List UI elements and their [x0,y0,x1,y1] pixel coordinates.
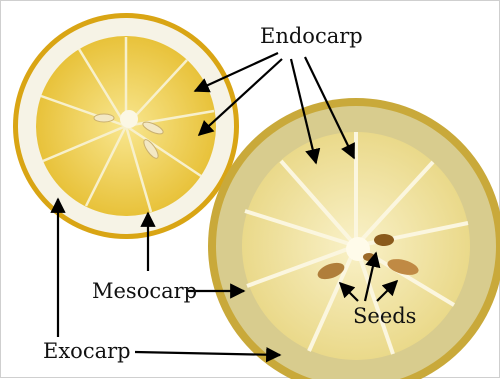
exocarp-label: Exocarp [43,339,131,363]
mesocarp-label: Mesocarp [92,279,197,303]
small-lemon-slice [13,13,239,239]
seeds-label: Seeds [353,304,416,328]
endocarp-label: Endocarp [260,24,363,48]
small-core [120,110,138,128]
large-lemon-slice [208,98,500,379]
small-seed [94,114,114,122]
large-seed [374,234,394,246]
large-seed [363,253,375,261]
